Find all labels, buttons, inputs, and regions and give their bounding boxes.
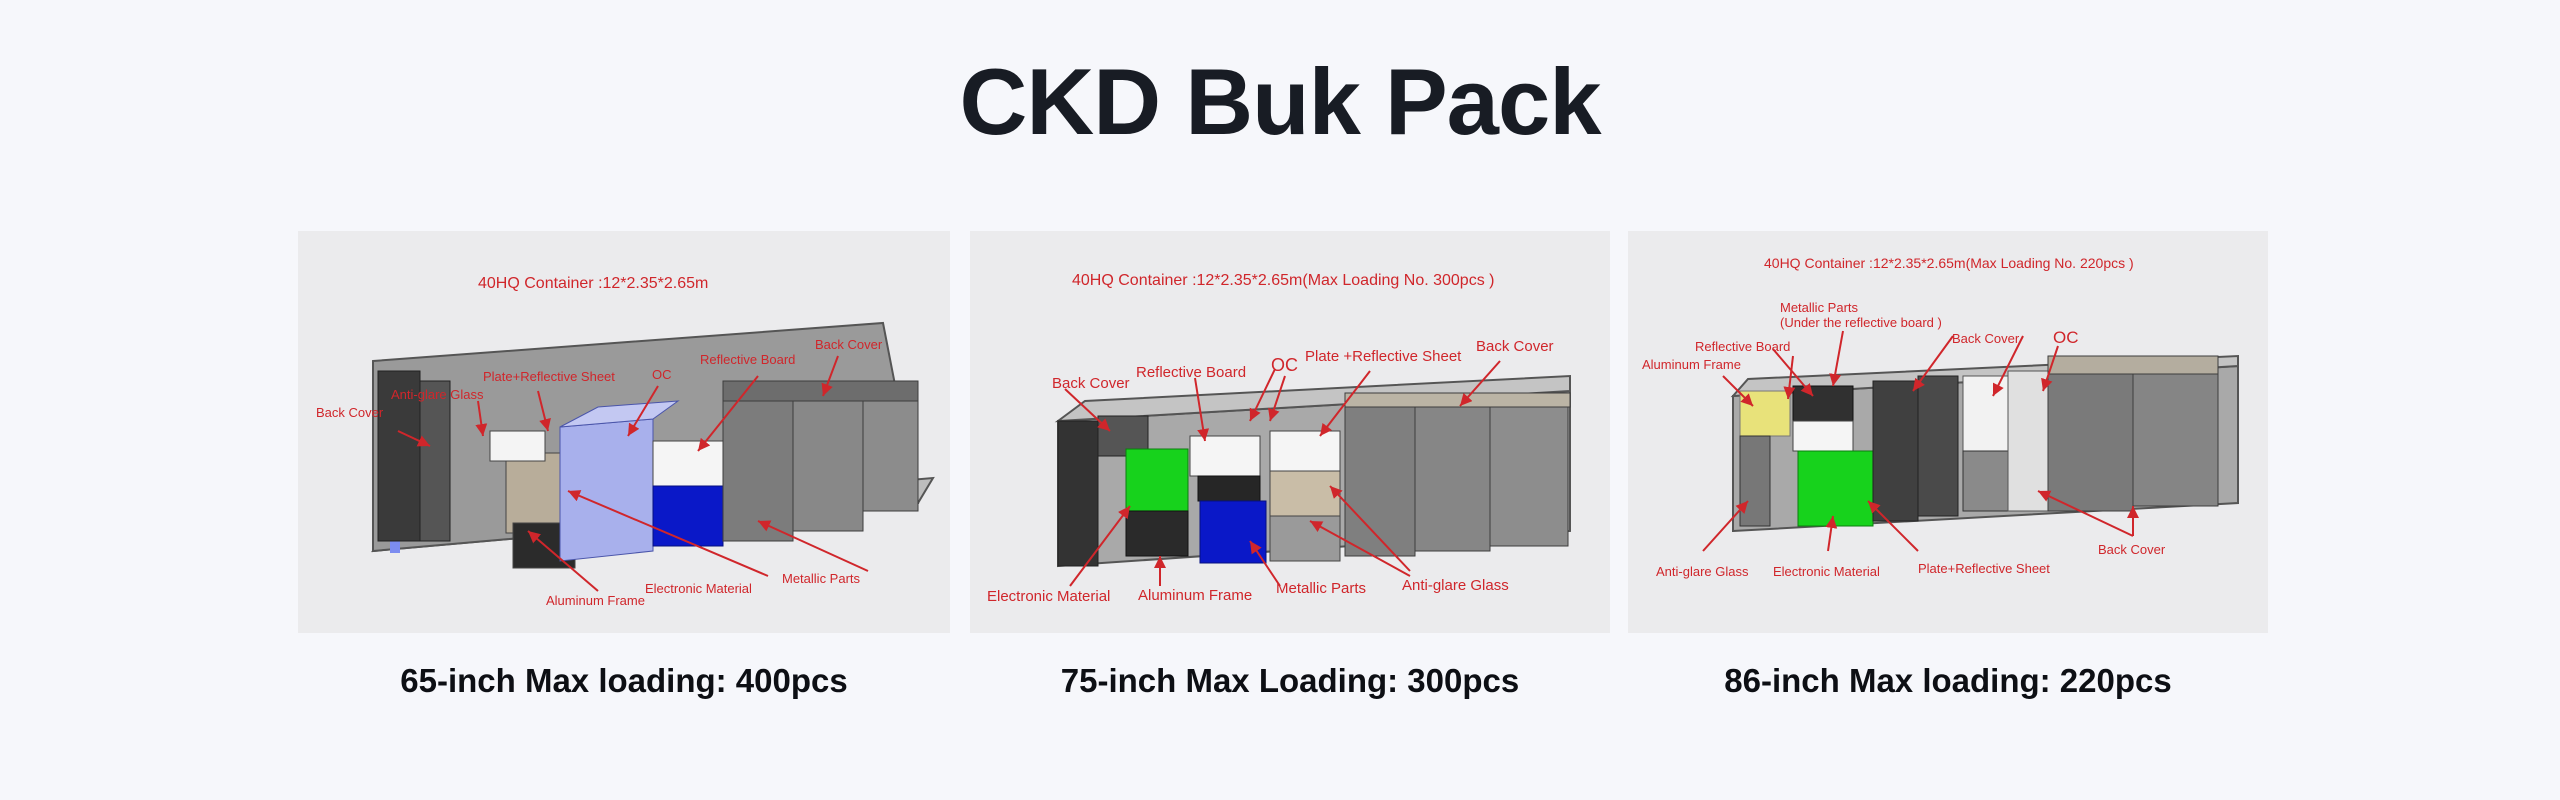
label-back-cover-right: Back Cover bbox=[1476, 338, 1554, 355]
diagram-panel-86: 40HQ Container :12*2.35*2.65m(Max Loadin… bbox=[1628, 231, 2268, 633]
label-oc: OC bbox=[1271, 355, 1298, 375]
caption-75: 75-inch Max Loading: 300pcs bbox=[1060, 662, 1520, 699]
label-metallic-parts-note: (Under the reflective board ) bbox=[1780, 315, 1942, 330]
label-back-cover-bottom: Back Cover bbox=[2098, 542, 2166, 557]
caption-86: 86-inch Max loading: 220pcs bbox=[1724, 662, 2172, 699]
caption-65: 65-inch Max loading: 400pcs bbox=[400, 662, 848, 699]
container-diagram-75: 40HQ Container :12*2.35*2.65m(Max Loadin… bbox=[987, 272, 1571, 605]
label-back-cover-right: Back Cover bbox=[815, 337, 883, 352]
label-aluminum-frame: Aluminum Frame bbox=[546, 593, 645, 608]
label-metallic-parts: Metallic Parts bbox=[1780, 300, 1859, 315]
label-back-cover: Back Cover bbox=[1052, 375, 1130, 392]
label-anti-glare-glass: Anti-glare Glass bbox=[391, 387, 484, 402]
label-metallic-parts: Metallic Parts bbox=[782, 571, 861, 586]
container-diagram-86: 40HQ Container :12*2.35*2.65m(Max Loadin… bbox=[1642, 255, 2239, 579]
label-plate-reflective-sheet: Plate+Reflective Sheet bbox=[1918, 561, 2050, 576]
container-diagram-65: 40HQ Container :12*2.35*2.65m Back Cover… bbox=[316, 275, 935, 608]
label-metallic-parts: Metallic Parts bbox=[1276, 580, 1366, 597]
label-electronic-material: Electronic Material bbox=[645, 581, 752, 596]
label-plate-reflective-sheet: Plate +Reflective Sheet bbox=[1305, 348, 1462, 365]
container-header-75: 40HQ Container :12*2.35*2.65m(Max Loadin… bbox=[1072, 272, 1494, 289]
label-anti-glare-glass: Anti-glare Glass bbox=[1656, 564, 1749, 579]
label-back-cover: Back Cover bbox=[316, 405, 384, 420]
label-electronic-material: Electronic Material bbox=[987, 588, 1110, 605]
label-aluminum-frame: Aluminum Frame bbox=[1138, 587, 1252, 604]
label-plate-reflective-sheet: Plate+Reflective Sheet bbox=[483, 369, 615, 384]
label-aluminum-frame: Aluminum Frame bbox=[1642, 357, 1741, 372]
label-reflective-board: Reflective Board bbox=[700, 352, 795, 367]
label-reflective-board: Reflective Board bbox=[1695, 339, 1790, 354]
label-electronic-material: Electronic Material bbox=[1773, 564, 1880, 579]
container-header-65: 40HQ Container :12*2.35*2.65m bbox=[478, 275, 708, 292]
container-header-86: 40HQ Container :12*2.35*2.65m(Max Loadin… bbox=[1764, 255, 2134, 271]
diagram-panel-65: 40HQ Container :12*2.35*2.65m Back Cover… bbox=[298, 231, 950, 633]
page-title: CKD Buk Pack bbox=[959, 49, 1602, 154]
diagram-panel-75: 40HQ Container :12*2.35*2.65m(Max Loadin… bbox=[970, 231, 1610, 633]
label-reflective-board: Reflective Board bbox=[1136, 364, 1246, 381]
label-back-cover: Back Cover bbox=[1952, 331, 2020, 346]
label-anti-glare-glass: Anti-glare Glass bbox=[1402, 577, 1509, 594]
label-oc: OC bbox=[2053, 328, 2079, 347]
label-oc: OC bbox=[652, 367, 672, 382]
